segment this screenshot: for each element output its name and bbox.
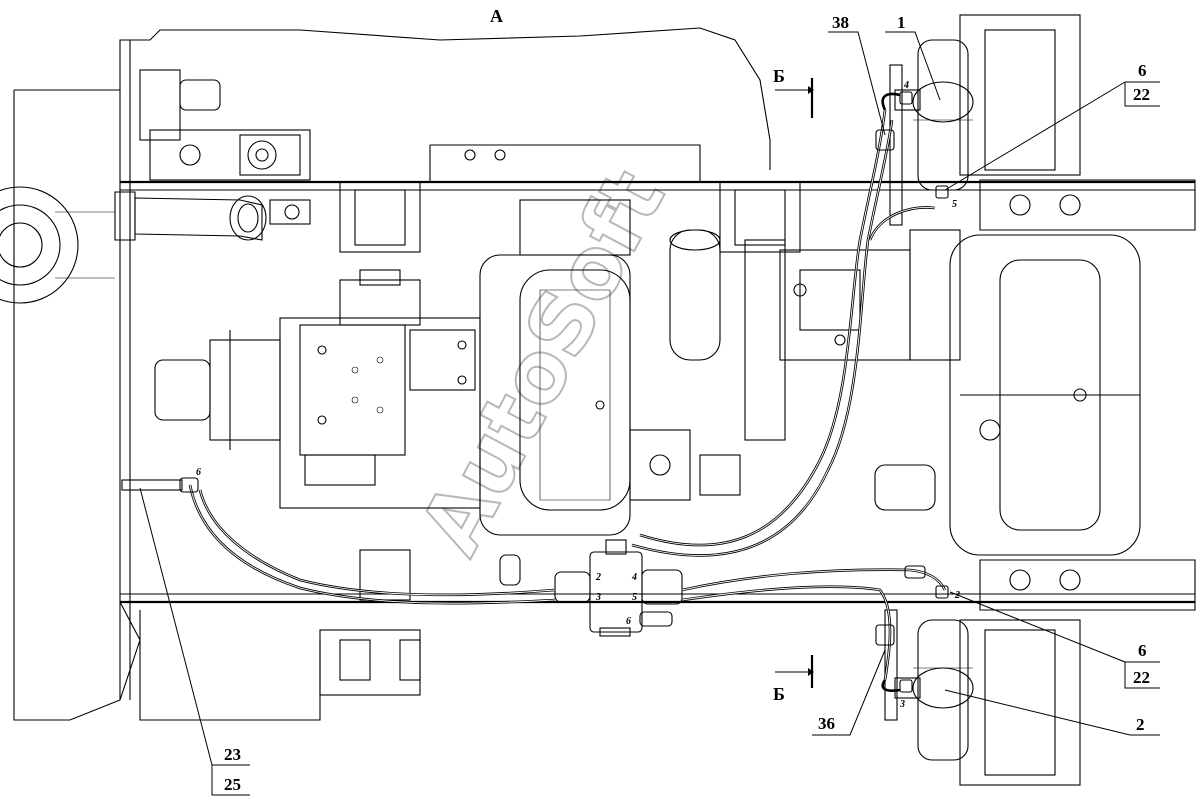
callout-6-bottom: 6 [1138,641,1147,660]
port-label-6-left: 6 [196,467,201,478]
section-label-top: Б [773,66,785,86]
callout-36: 36 [818,714,835,733]
callout-23: 23 [224,745,241,764]
section-label-bottom: Б [773,684,785,704]
port-label-5-top: 5 [952,199,957,210]
port-label-3-bottom: 3 [899,699,905,710]
main-frame [119,144,1195,641]
callout-22-top: 22 [1133,85,1150,104]
left-engine-block [0,27,771,721]
watermark: AutoSoft [401,155,684,570]
valve-block [554,539,683,637]
fittings [121,91,949,693]
callout-2: 2 [1136,715,1145,734]
callout-38: 38 [832,13,849,32]
port-label-3-valve: 3 [595,592,601,603]
leader-lines [139,31,1160,796]
port-label-4-top: 4 [903,80,909,91]
gearbox [339,181,801,536]
hydraulic-pump [154,269,481,509]
callout-6-top: 6 [1138,61,1147,80]
port-label-6-valve: 6 [626,616,631,627]
lower-valve [319,549,521,696]
view-label: А [490,6,503,26]
port-label-2-right: 2 [954,590,960,601]
section-marker-bottom: Б [773,655,814,704]
port-label-2-valve: 2 [595,572,601,583]
hose-lines [188,92,947,692]
port-label-5-valve: 5 [632,592,637,603]
right-distributor [669,229,961,441]
cylinder-1 [889,39,974,226]
callout-22-bottom: 22 [1133,668,1150,687]
callout-25: 25 [224,775,241,794]
rear-axle [874,14,1196,786]
cylinder-2 [884,609,974,761]
intake-pipe [114,191,311,241]
section-marker-top: Б [773,66,814,118]
callout-1: 1 [897,13,906,32]
port-label-4-valve: 4 [631,572,637,583]
